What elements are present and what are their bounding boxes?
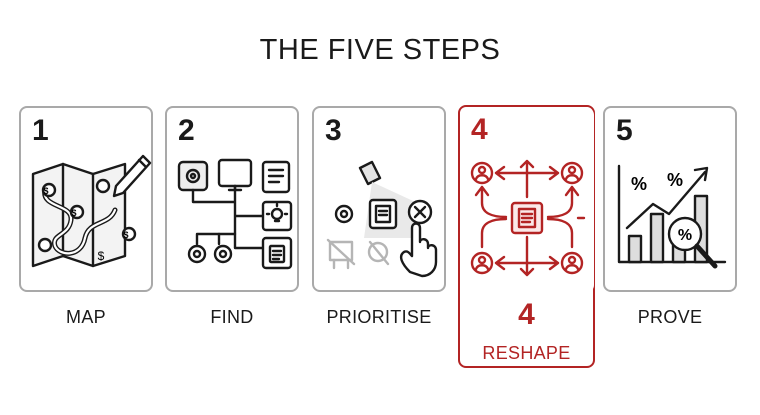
- page-title: THE FIVE STEPS: [259, 34, 501, 66]
- step-number: 1: [32, 114, 49, 147]
- dollar-glyph: $: [71, 208, 76, 218]
- percent-glyphs: % % %: [631, 170, 692, 244]
- dollar-glyph: $: [98, 249, 105, 263]
- step-number: 5: [616, 114, 633, 147]
- active-step-highlight: [458, 105, 595, 368]
- step-number: 3: [325, 114, 342, 147]
- percent-glyph: %: [667, 170, 683, 190]
- flowchart-icon: [177, 158, 293, 270]
- growth-chart-icon: [617, 164, 727, 269]
- map-icon: [31, 154, 152, 268]
- reshape-arrows-icon: [470, 159, 586, 277]
- step-card-reshape: 4: [460, 107, 594, 293]
- percent-glyph: %: [678, 227, 692, 244]
- step-card-prove: 5 % % %: [603, 106, 737, 292]
- step-card-map: 1 $ $ $ $: [19, 106, 153, 292]
- map-glyphs: $ $ $ $: [43, 186, 128, 263]
- step-number: 2: [178, 114, 195, 147]
- dollar-glyph: $: [123, 230, 128, 240]
- active-step-number: 4: [518, 298, 535, 331]
- step-number: 4: [471, 113, 488, 146]
- step-label-find: FIND: [210, 307, 254, 327]
- step-card-prioritise: 3: [312, 106, 446, 292]
- spotlight-priority-icon: [326, 160, 438, 278]
- step-card-find: 2: [165, 106, 299, 292]
- dollar-glyph: $: [43, 186, 48, 196]
- step-label-map: MAP: [66, 307, 106, 327]
- step-label-reshape: RESHAPE: [482, 343, 571, 363]
- step-label-prove: PROVE: [637, 307, 703, 327]
- step-label-prioritise: PRIORITISE: [326, 307, 432, 327]
- percent-glyph: %: [631, 174, 647, 194]
